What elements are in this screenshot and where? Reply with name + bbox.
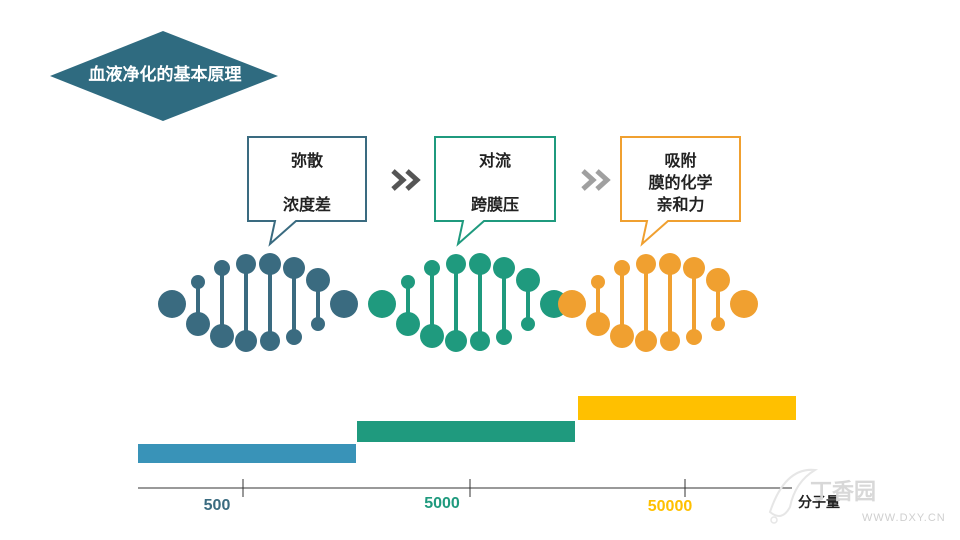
helix-node (214, 260, 230, 276)
double-chevron-right-icon (390, 168, 426, 192)
helix-node (686, 329, 702, 345)
helix-node (516, 268, 540, 292)
helix-node (659, 253, 681, 275)
watermark-url: WWW.DXY.CN (862, 512, 946, 524)
helix-end-node (368, 290, 396, 318)
helix-node (706, 268, 730, 292)
helix-node (424, 260, 440, 276)
helix-node (236, 254, 256, 274)
helix-node (283, 257, 305, 279)
helix-node (311, 317, 325, 331)
helix-node (191, 275, 205, 289)
axis-label-5000: 5000 (402, 495, 482, 513)
helix-node (306, 268, 330, 292)
watermark-brand: 丁香园 (810, 474, 876, 506)
axis-label-500: 500 (177, 497, 257, 515)
range-bar-diffusion (138, 444, 356, 463)
helix-node (446, 254, 466, 274)
helix-end-node (558, 290, 586, 318)
helix-node (420, 324, 444, 348)
helix-node (521, 317, 535, 331)
helix-node (186, 312, 210, 336)
helix-node (683, 257, 705, 279)
range-bar-convection (357, 421, 575, 442)
helix-node (260, 331, 280, 351)
helix-node (635, 330, 657, 352)
helix-node (469, 253, 491, 275)
helix-node (493, 257, 515, 279)
mechanism-label-diffusion: 弥散浓度差 (248, 151, 366, 217)
helix-node (586, 312, 610, 336)
helix-node (610, 324, 634, 348)
helix-end-node (158, 290, 186, 318)
helix-node (445, 330, 467, 352)
helix-node (496, 329, 512, 345)
helix-node (401, 275, 415, 289)
dna-helix-2 (368, 253, 568, 352)
helix-node (591, 275, 605, 289)
mechanism-label-adsorption: 吸附膜的化学亲和力 (621, 151, 740, 217)
helix-node (210, 324, 234, 348)
axis-label-50000: 50000 (630, 498, 710, 516)
helix-node (614, 260, 630, 276)
dna-helix-3 (558, 253, 758, 352)
helix-node (259, 253, 281, 275)
double-chevron-right-icon (580, 168, 616, 192)
mechanism-label-convection: 对流跨膜压 (435, 151, 555, 217)
dna-helix-1 (158, 253, 358, 352)
helix-node (660, 331, 680, 351)
helix-node (396, 312, 420, 336)
helix-node (636, 254, 656, 274)
range-bar-adsorption (578, 396, 796, 420)
dna-helix-illustrations (0, 240, 960, 360)
helix-end-node (730, 290, 758, 318)
speech-bubbles (0, 0, 960, 260)
helix-end-node (330, 290, 358, 318)
helix-node (711, 317, 725, 331)
helix-node (286, 329, 302, 345)
helix-node (235, 330, 257, 352)
helix-node (470, 331, 490, 351)
